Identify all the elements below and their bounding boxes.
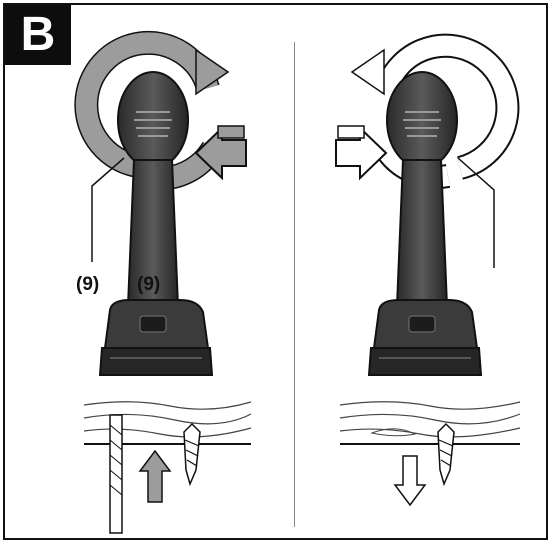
wood-board-right-icon xyxy=(339,401,521,445)
screw-left-icon xyxy=(183,422,201,487)
drill-right xyxy=(367,71,483,376)
panel-badge: B xyxy=(5,5,71,65)
right-panel xyxy=(335,33,521,507)
drill-bit-icon xyxy=(109,414,123,534)
callout-line xyxy=(91,157,125,262)
callout-label-right: (9) xyxy=(137,274,161,295)
down-arrow-icon xyxy=(393,455,427,507)
drill-left xyxy=(98,71,214,376)
wood-board-icon xyxy=(83,401,252,445)
screw-right-icon xyxy=(437,422,455,487)
push-arrow-right-icon xyxy=(335,125,388,181)
panel-divider xyxy=(294,42,295,527)
up-arrow-icon xyxy=(138,449,172,503)
callout-line-right xyxy=(457,157,495,268)
left-panel xyxy=(74,30,252,534)
callout-label-left: (9) xyxy=(76,274,100,295)
push-arrow-left-icon xyxy=(194,125,247,181)
